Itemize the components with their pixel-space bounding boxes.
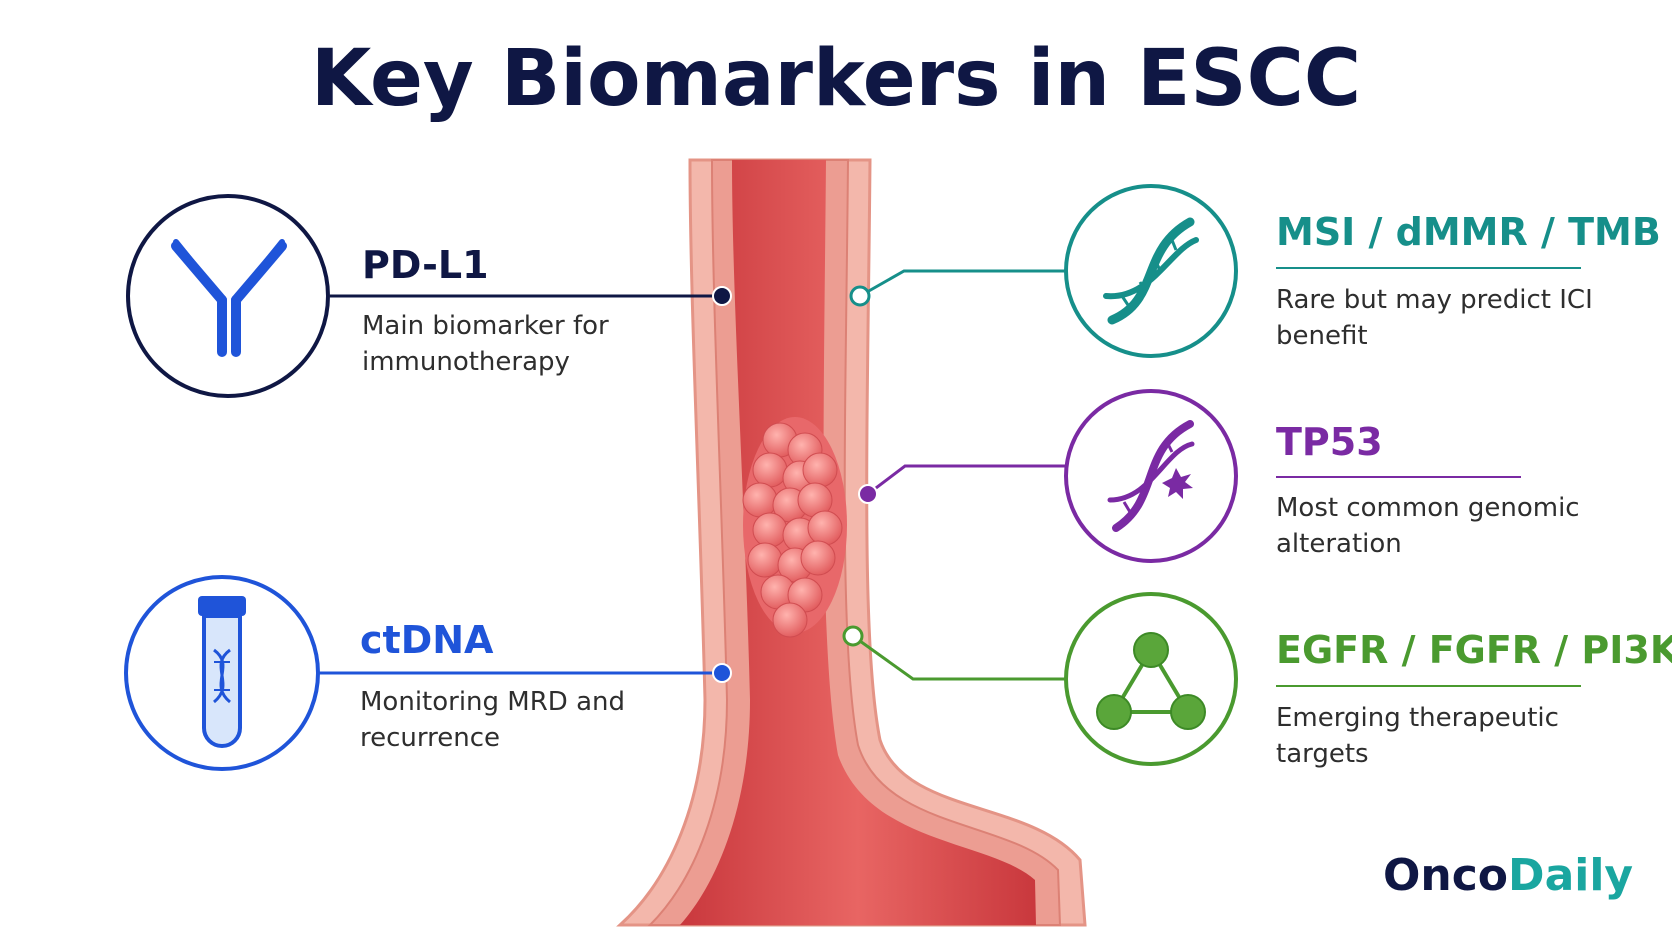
pdl1-description: Main biomarker for immunotherapy <box>362 311 609 377</box>
test-tube-icon <box>124 575 320 771</box>
antibody-icon <box>126 194 330 398</box>
pdl1-label: PD-L1 <box>362 243 489 287</box>
tumor-nodule <box>802 452 838 488</box>
tumor-nodule <box>752 452 788 488</box>
tp53-label: TP53 <box>1276 420 1383 464</box>
tumor-cluster <box>742 417 847 638</box>
connector-msi <box>849 269 1068 307</box>
connector-ctdna <box>318 663 732 683</box>
ctdna-description: Monitoring MRD and recurrence <box>360 687 626 753</box>
logo-part-onco: Onco <box>1383 850 1509 901</box>
mutated-dna-icon <box>1064 389 1238 563</box>
msi-description: Rare but may predict ICI benefit <box>1276 285 1593 351</box>
ctdna-label: ctDNA <box>360 618 494 662</box>
tumor-nodule <box>752 512 788 548</box>
dna-helix-icon <box>1064 184 1238 358</box>
tumor-nodule <box>772 602 808 638</box>
tp53-description: Most common genomic alteration <box>1276 493 1580 559</box>
connector-tp53 <box>858 464 1068 504</box>
tumor-nodule <box>800 540 836 576</box>
connector-pdl1 <box>330 286 732 306</box>
oncodaily-logo: OncoDaily <box>1383 850 1633 901</box>
egfr-label: EGFR / FGFR / PI3K <box>1276 628 1672 672</box>
connector-egfr <box>842 625 1068 681</box>
tumor-nodule <box>747 542 783 578</box>
esophagus-lumen <box>680 160 1036 925</box>
pathway-network-icon <box>1064 592 1238 766</box>
tumor-nodule <box>742 482 778 518</box>
logo-part-daily: Daily <box>1508 850 1634 901</box>
egfr-description: Emerging therapeutic targets <box>1276 703 1559 769</box>
msi-label: MSI / dMMR / TMB <box>1276 210 1661 254</box>
tumor-nodule <box>807 510 843 546</box>
page-title: Key Biomarkers in ESCC <box>310 34 1362 124</box>
